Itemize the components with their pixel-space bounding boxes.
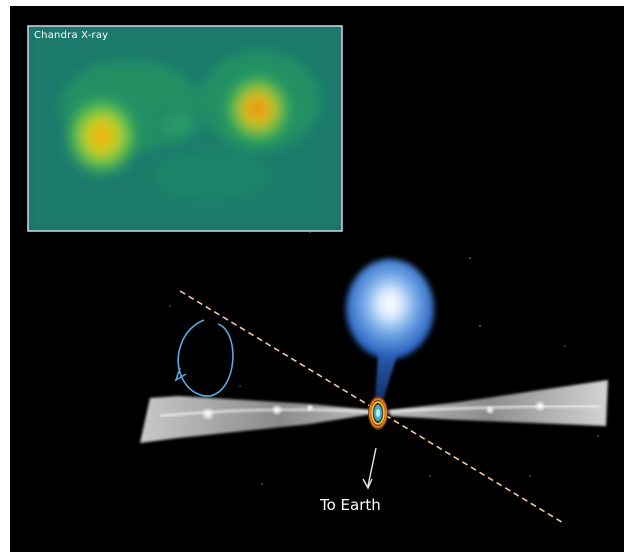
earth-direction-arrow xyxy=(362,447,377,490)
xray-lobe-left xyxy=(62,92,142,180)
xray-inset xyxy=(27,25,343,232)
illustration-panel: Chandra X-ray To Earth xyxy=(10,6,624,552)
central-black-hole xyxy=(368,396,388,430)
radio-jet xyxy=(346,259,434,406)
dust-torus xyxy=(140,380,608,443)
xray-inset-border xyxy=(27,25,343,232)
illustration-canvas xyxy=(27,25,608,525)
jet-lobe xyxy=(346,259,434,359)
xray-lobe-right xyxy=(220,69,296,149)
xray-inset-label: Chandra X-ray xyxy=(34,30,109,41)
starfield xyxy=(169,231,599,485)
rotation-arrow xyxy=(174,319,234,397)
to-earth-label: To Earth xyxy=(320,496,381,514)
